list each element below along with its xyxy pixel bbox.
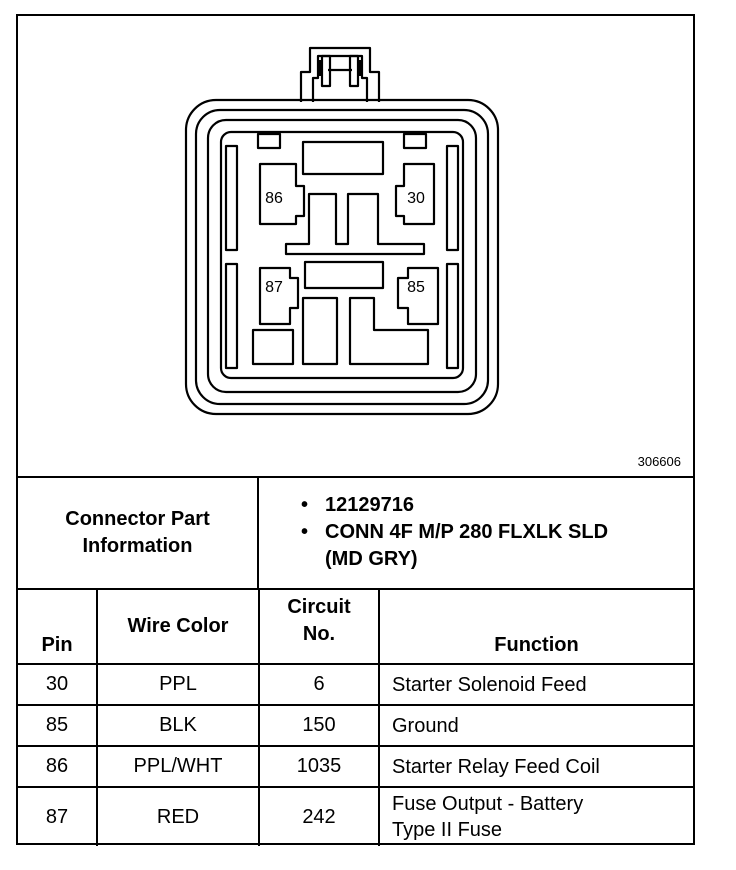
info-label-line1: Connector Part (65, 508, 210, 530)
circuit-cell: 242 (259, 787, 380, 846)
header-function: Function (379, 590, 693, 665)
connector-part-info-label: Connector Part Information (18, 478, 259, 588)
function-cell: Starter Relay Feed Coil (379, 746, 693, 788)
connector-shell-inner (206, 118, 478, 394)
lower-mid-block (301, 296, 339, 366)
table-row: 86 PPL/WHT 1035 Starter Relay Feed Coil (18, 746, 693, 788)
pin-86-label: 86 (265, 190, 283, 207)
center-key (284, 192, 426, 256)
pin-30-label: 30 (407, 190, 425, 207)
wire-color-cell: PPL/WHT (97, 746, 260, 788)
connector-cavity-wall (219, 130, 465, 380)
connector-part-info: Connector Part Information • 12129716 • … (18, 478, 693, 590)
right-upper-slot (445, 144, 460, 252)
circuit-cell: 1035 (259, 746, 380, 788)
connector-sheet: 86 30 87 85 306606 Connector Part Inform… (16, 14, 695, 846)
info-item-description: • CONN 4F M/P 280 FLXLK SLD (MD GRY) (301, 519, 608, 573)
pin-85-label: 85 (407, 279, 425, 296)
part-number: 12129716 (325, 494, 414, 516)
function-cell: Ground (379, 705, 693, 747)
function-line2: Type II Fuse (392, 819, 503, 841)
header-pin: Pin (18, 590, 98, 665)
function-cell: Fuse Output - Battery Type II Fuse (379, 787, 693, 846)
left-upper-slot (224, 144, 239, 252)
pin-cell: 87 (18, 787, 98, 846)
pin-87-label: 87 (265, 279, 283, 296)
wire-color-cell: BLK (97, 705, 260, 747)
connector-description: CONN 4F M/P 280 FLXLK SLD (325, 521, 609, 543)
header-circuit-no: Circuit No. (259, 590, 380, 665)
pin-table-header: Pin Wire Color Circuit No. Function (18, 590, 693, 665)
connector-drawing: 86 30 87 85 (184, 46, 500, 416)
bullet-icon: • (301, 494, 309, 516)
header-circuit-line1: Circuit (287, 596, 351, 618)
lower-center-block (303, 260, 385, 290)
info-list: • 12129716 • CONN 4F M/P 280 FLXLK SLD (… (301, 492, 608, 573)
pin-85-cavity (396, 266, 440, 326)
header-wire-color: Wire Color (97, 590, 260, 665)
pin-86-cavity (258, 162, 306, 226)
pin-cell: 86 (18, 746, 98, 788)
function-line1: Fuse Output - Battery (392, 793, 584, 815)
left-lower-slot (224, 262, 239, 370)
pin-table: Pin Wire Color Circuit No. Function 30 P… (18, 590, 693, 846)
connector-color: (MD GRY) (325, 548, 418, 570)
pin-30-cavity (394, 162, 436, 226)
header-circuit-line2: No. (302, 623, 336, 645)
pin-87-cavity (258, 266, 300, 326)
table-row: 87 RED 242 Fuse Output - Battery Type II… (18, 787, 693, 846)
connector-shell-middle (194, 108, 490, 406)
circuit-cell: 150 (259, 705, 380, 747)
wire-color-cell: PPL (97, 664, 260, 706)
top-center-block (301, 140, 385, 176)
locking-tab (299, 46, 381, 102)
locking-tab-inner (311, 54, 369, 102)
right-lower-slot (445, 262, 460, 370)
bullet-icon: • (301, 521, 309, 543)
circuit-cell: 6 (259, 664, 380, 706)
table-row: 85 BLK 150 Ground (18, 705, 693, 747)
lower-right-block (348, 296, 430, 366)
pin-cell: 85 (18, 705, 98, 747)
lower-left-block (251, 328, 295, 366)
table-row: 30 PPL 6 Starter Solenoid Feed (18, 664, 693, 706)
info-label-line2: Information (82, 535, 193, 557)
connector-shell-outer (184, 98, 500, 416)
figure-number: 306606 (637, 454, 681, 469)
function-cell: Starter Solenoid Feed (379, 664, 693, 706)
pin-cell: 30 (18, 664, 98, 706)
wire-color-cell: RED (97, 787, 260, 846)
connector-face-diagram: 86 30 87 85 306606 (18, 16, 693, 478)
info-item-part-number: • 12129716 (301, 492, 608, 519)
